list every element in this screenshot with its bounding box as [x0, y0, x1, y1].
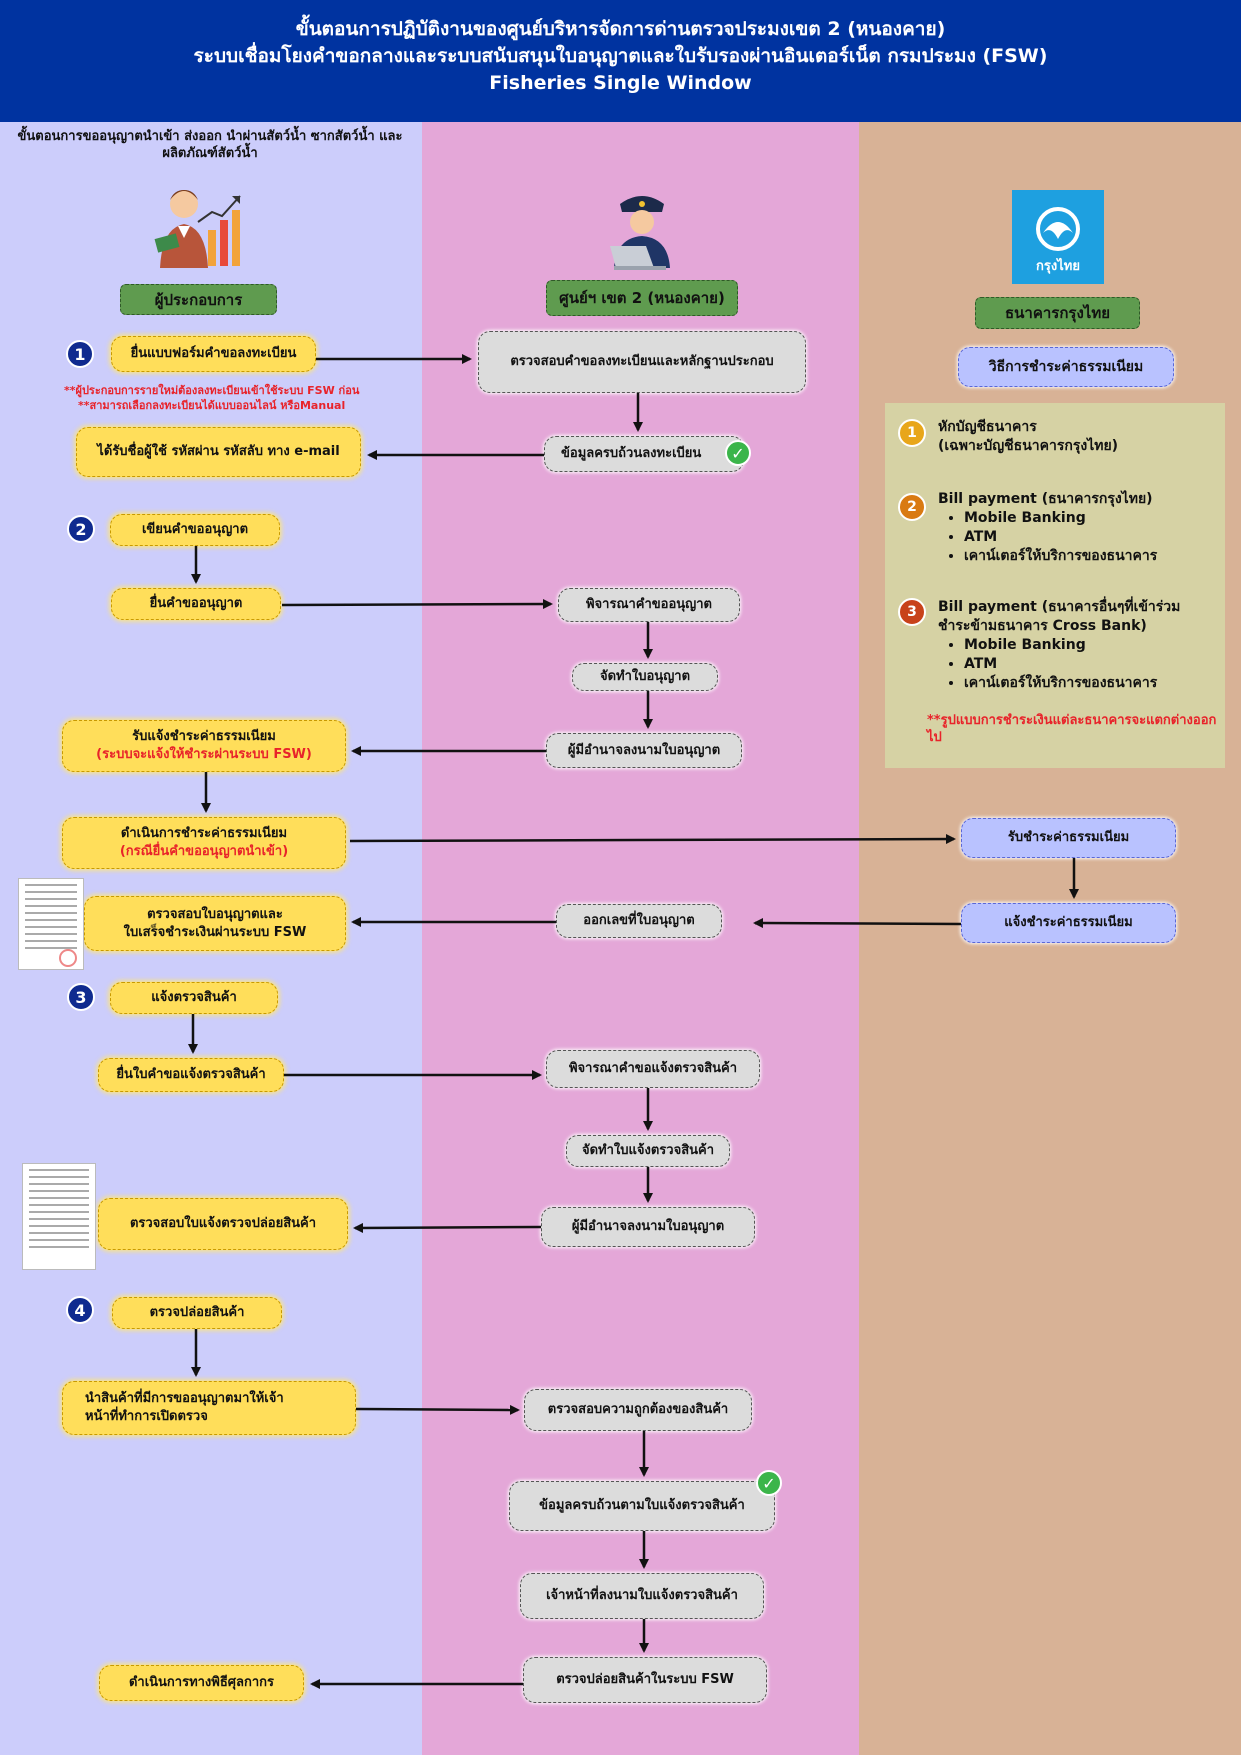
submit-inspect-box: ยื่นใบคำขอแจ้งตรวจสินค้า [98, 1058, 284, 1092]
payment-methods-title: วิธีการชำระค่าธรรมเนียม [958, 347, 1174, 387]
payment-note: **รูปแบบการชำระเงินแต่ละธนาคารจะแตกต่างอ… [927, 713, 1217, 745]
payment-methods-panel [885, 403, 1225, 768]
role-bank: ธนาคารกรุงไทย [975, 297, 1140, 329]
check-release-box: ตรวจสอบใบแจ้งตรวจปล่อยสินค้า [98, 1198, 348, 1250]
step-number-1: 1 [66, 340, 94, 368]
check-icon: ✓ [725, 440, 751, 466]
prepare-permit-box: จัดทำใบอนุญาต [572, 663, 718, 691]
bird-emblem-icon [1036, 207, 1080, 251]
pay-fee-label: ดำเนินการชำระค่าธรรมเนียม [120, 826, 288, 841]
method-3-badge: 3 [898, 598, 926, 626]
method-2-badge: 2 [898, 493, 926, 521]
arrow [353, 1222, 542, 1233]
fee-notice-box: รับแจ้งชำระค่าธรรมเนียม (ระบบจะแจ้งให้ชำ… [62, 720, 346, 772]
method-1-line2: (เฉพาะบัญชีธนาคารกรุงไทย) [938, 438, 1119, 454]
seal-stamp-icon [59, 949, 77, 967]
step-number-3: 3 [67, 983, 95, 1011]
pay-fee-detail: (กรณียื่นคำขออนุญาตนำเข้า) [119, 844, 289, 859]
check-permit-line1: ตรวจสอบใบอนุญาตและ [147, 906, 283, 922]
method-1-line1: หักบัญชีธนาคาร [938, 419, 1037, 435]
bring-goods-line2: หน้าที่ทำการเปิดตรวจ [85, 1409, 208, 1424]
submit-request-box: ยื่นคำขออนุญาต [111, 588, 281, 620]
sign-permit-box: ผู้มีอำนาจลงนามใบอนุญาต [546, 733, 742, 768]
sign-permit-2-box: ผู้มีอำนาจลงนามใบอนุญาต [541, 1207, 755, 1247]
method-3-item: เคาน์เตอร์ให้บริการของธนาคาร [964, 674, 1223, 693]
officer-laptop-icon [610, 196, 670, 270]
method-2-item: ATM [964, 528, 1223, 547]
registration-method-note: **สามารถเลือกลงทะเบียนได้แบบออนไลน์ หรือ… [78, 399, 346, 412]
data-complete-box: ข้อมูลครบถ้วนตามใบแจ้งตรวจสินค้า [509, 1481, 775, 1531]
fee-notice-label: รับแจ้งชำระค่าธรรมเนียม [132, 729, 276, 744]
verify-goods-box: ตรวจสอบความถูกต้องของสินค้า [524, 1389, 752, 1431]
process-subtitle: ขั้นตอนการขออนุญาตนำเข้า ส่งออก นำผ่านสั… [17, 129, 403, 161]
permit-document-thumbnail [18, 878, 84, 970]
method-2-text: Bill payment (ธนาคารกรุงไทย) Mobile Bank… [938, 490, 1223, 566]
role-center: ศูนย์ฯ เขต 2 (หนองคาย) [546, 280, 738, 316]
method-2-item: Mobile Banking [964, 509, 1223, 528]
method-2-title: Bill payment (ธนาคารกรุงไทย) [938, 491, 1153, 507]
businessman-icon [154, 190, 241, 268]
arrow [753, 918, 962, 929]
release-fsw-box: ตรวจปล่อยสินค้าในระบบ FSW [523, 1657, 767, 1703]
write-request-box: เขียนคำขออนุญาต [110, 514, 280, 546]
officer-sign-box: เจ้าหน้าที่ลงนามใบแจ้งตรวจสินค้า [520, 1573, 764, 1619]
new-operator-note: **ผู้ประกอบการรายใหม่ต้องลงทะเบียนเข้าใช… [64, 384, 360, 397]
fee-notice-detail: (ระบบจะแจ้งให้ชำระผ่านระบบ FSW) [96, 747, 312, 762]
verify-registration-box: ตรวจสอบคำขอลงทะเบียนและหลักฐานประกอบ [478, 331, 806, 393]
method-3-item: Mobile Banking [964, 636, 1223, 655]
arrow [355, 1404, 520, 1415]
method-1-badge: 1 [898, 419, 926, 447]
header-subtitle: ระบบเชื่อมโยงคำขอกลางและระบบสนับสนุนใบอน… [193, 45, 1048, 67]
step-number-4: 4 [66, 1296, 94, 1324]
bring-goods-box: นำสินค้าที่มีการขออนุญาตมาให้เจ้า หน้าที… [62, 1381, 356, 1435]
bank-logo-text: กรุงไทย [1036, 259, 1080, 274]
method-1-text: หักบัญชีธนาคาร (เฉพาะบัญชีธนาคารกรุงไทย) [938, 418, 1208, 456]
method-3-item: ATM [964, 655, 1223, 674]
consider-request-box: พิจารณาคำขออนุญาต [558, 588, 740, 622]
notify-inspect-box: แจ้งตรวจสินค้า [110, 982, 278, 1014]
release-goods-box: ตรวจปล่อยสินค้า [112, 1297, 282, 1329]
release-document-thumbnail [22, 1163, 96, 1270]
arrow [349, 834, 956, 845]
method-3-text: Bill payment (ธนาคารอื่นๆที่เข้าร่วม ชำร… [938, 598, 1223, 693]
notify-fee-box: แจ้งชำระค่าธรรมเนียม [961, 903, 1176, 943]
header-system: Fisheries Single Window [489, 72, 752, 94]
consider-inspect-box: พิจารณาคำขอแจ้งตรวจสินค้า [546, 1050, 760, 1088]
check-icon-2: ✓ [756, 1470, 782, 1496]
header: ขั้นตอนการปฏิบัติงานของศูนย์บริหารจัดการ… [0, 0, 1241, 122]
header-title: ขั้นตอนการปฏิบัติงานของศูนย์บริหารจัดการ… [295, 18, 946, 40]
submit-form-box: ยื่นแบบฟอร์มคำขอลงทะเบียน [111, 336, 316, 372]
method-2-item: เคาน์เตอร์ให้บริการของธนาคาร [964, 547, 1223, 566]
arrow [281, 599, 553, 610]
prepare-inspect-box: จัดทำใบแจ้งตรวจสินค้า [566, 1135, 730, 1167]
step-number-2: 2 [67, 515, 95, 543]
customs-box: ดำเนินการทางพิธีศุลกากร [99, 1665, 304, 1701]
check-permit-line2: ใบเสร็จชำระเงินผ่านระบบ FSW [123, 924, 307, 940]
issue-number-box: ออกเลขที่ใบอนุญาต [556, 904, 722, 938]
method-3-line2: ชำระข้ามธนาคาร Cross Bank) [938, 618, 1147, 634]
receive-login-box: ได้รับชื่อผู้ใช้ รหัสผ่าน รหัสลับ ทาง e-… [76, 427, 361, 477]
bring-goods-line1: นำสินค้าที่มีการขออนุญาตมาให้เจ้า [85, 1391, 284, 1406]
role-operator: ผู้ประกอบการ [120, 284, 277, 315]
check-permit-box: ตรวจสอบใบอนุญาตและ ใบเสร็จชำระเงินผ่านระ… [84, 896, 346, 951]
pay-fee-box: ดำเนินการชำระค่าธรรมเนียม (กรณียื่นคำขออ… [62, 817, 346, 869]
method-3-line1: Bill payment (ธนาคารอื่นๆที่เข้าร่วม [938, 599, 1181, 615]
receive-fee-box: รับชำระค่าธรรมเนียม [961, 818, 1176, 858]
krungthai-logo-icon: กรุงไทย [1012, 190, 1104, 284]
